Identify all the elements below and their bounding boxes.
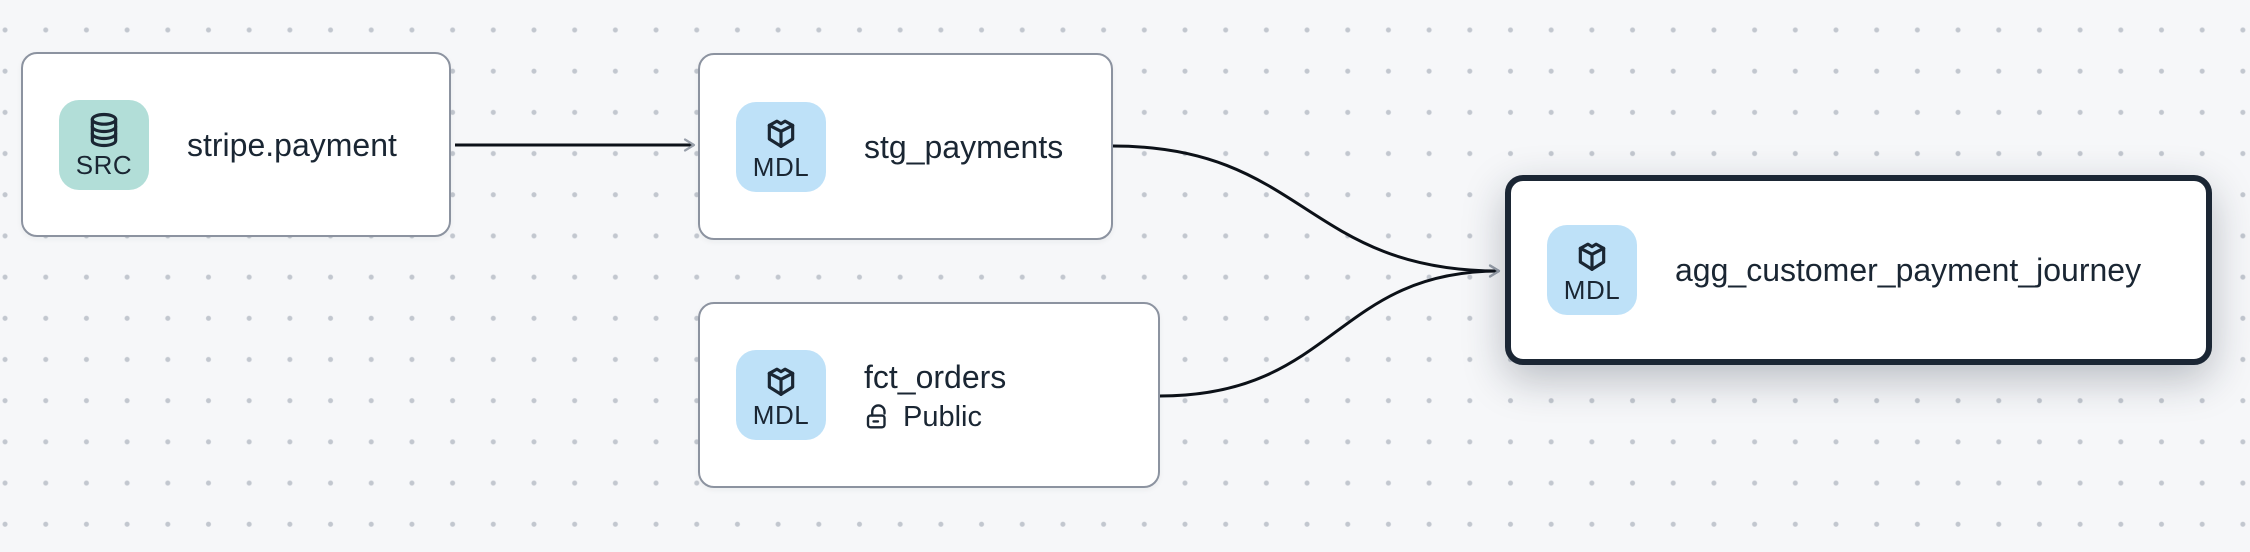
- badge-label: MDL: [752, 151, 810, 182]
- source-badge: SRC: [59, 99, 149, 190]
- node-title: stg_payments: [864, 128, 1064, 165]
- cube-icon: [767, 367, 795, 397]
- cube-icon: [1578, 242, 1606, 272]
- node-title: fct_orders: [864, 358, 1007, 395]
- model-badge: MDL: [736, 350, 826, 440]
- access-label: Public: [903, 400, 982, 433]
- node-stripe-payment[interactable]: SRC stripe.payment: [21, 52, 451, 237]
- database-icon: [90, 112, 118, 147]
- node-stg-payments[interactable]: MDL stg_payments: [698, 53, 1113, 240]
- badge-label: MDL: [752, 400, 810, 431]
- badge-label: SRC: [75, 149, 133, 180]
- lock-open-icon: [866, 404, 886, 429]
- model-badge: MDL: [736, 101, 826, 192]
- node-title: stripe.payment: [187, 126, 397, 163]
- node-fct-orders[interactable]: MDL fct_orders Public: [698, 302, 1160, 488]
- edge-stg-payments-to-agg: [1112, 144, 1501, 278]
- model-badge: MDL: [1547, 225, 1637, 315]
- badge-label: MDL: [1563, 275, 1621, 306]
- edge-fct-orders-to-agg: [1159, 264, 1501, 398]
- cube-icon: [767, 119, 795, 148]
- node-title: agg_customer_payment_journey: [1675, 252, 2142, 288]
- access-row: Public: [864, 401, 1006, 434]
- node-agg-customer-payment-journey[interactable]: MDL agg_customer_payment_journey: [1505, 175, 2212, 365]
